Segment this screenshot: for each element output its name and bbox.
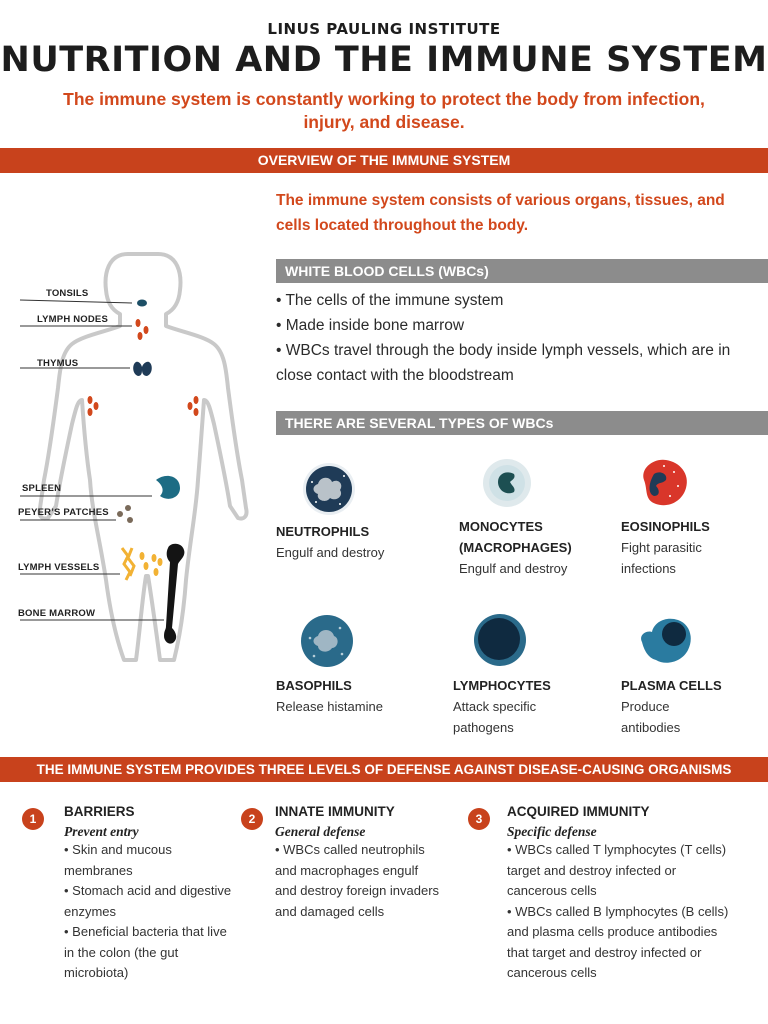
level-item: • WBCs called neutrophils and macrophage… [275, 842, 440, 919]
wbc-item: • Made inside bone marrow [276, 317, 465, 334]
defense-level-barriers: BARRIERS Prevent entry • Skin and mucous… [64, 804, 234, 984]
cell-card-eosinophils: EOSINOPHILS Fight parasitic infections [621, 516, 751, 579]
level-item: • Stomach acid and digestive enzymes [64, 883, 232, 919]
body-diagram [19, 252, 249, 662]
tonsils-icon [137, 299, 147, 307]
label-bone-marrow: BONE MARROW [18, 608, 96, 619]
cell-name: NEUTROPHILS [276, 524, 370, 539]
defense-band: THE IMMUNE SYSTEM PROVIDES THREE LEVELS … [0, 757, 768, 782]
lymph-node-icon [143, 562, 149, 570]
lymph-node-icon [87, 396, 93, 404]
overview-band: OVERVIEW OF THE IMMUNE SYSTEM [0, 148, 768, 173]
lymph-vessel-icon [120, 547, 132, 581]
peyers-patch-icon [117, 511, 123, 517]
lymph-node-icon [139, 552, 145, 560]
wbc-item: • The cells of the immune system [276, 292, 504, 309]
level-body: • WBCs called T lymphocytes (T cells) ta… [507, 840, 729, 984]
level-title: ACQUIRED IMMUNITY [507, 804, 650, 819]
lymph-node-icon [87, 408, 93, 416]
monocyte-icon [483, 459, 531, 507]
wbc-list: • The cells of the immune system • Made … [276, 288, 746, 388]
level-subtitle: Specific defense [507, 824, 597, 839]
plasma-cell-icon [641, 618, 691, 663]
peyers-patch-icon [127, 517, 133, 523]
label-spleen: SPLEEN [22, 483, 62, 494]
basophil-icon [301, 615, 353, 667]
lymph-node-icon [93, 402, 99, 410]
label-peyers-patches: PEYER’S PATCHES [18, 507, 109, 518]
lymph-node-icon [137, 332, 143, 340]
level-title: BARRIERS [64, 804, 135, 819]
cell-name: BASOPHILS [276, 678, 352, 693]
level-body: • Skin and mucous membranes • Stomach ac… [64, 840, 234, 984]
level-item: • Beneficial bacteria that live in the c… [64, 924, 227, 980]
cell-desc: Produce antibodies [621, 699, 681, 735]
defense-level-innate: INNATE IMMUNITY General defense • WBCs c… [275, 804, 443, 922]
level-title: INNATE IMMUNITY [275, 804, 395, 819]
defense-level-acquired: ACQUIRED IMMUNITY Specific defense • WBC… [507, 804, 729, 984]
label-tonsils: TONSILS [46, 288, 89, 299]
cell-card-lymphocytes: LYMPHOCYTES Attack specific pathogens [453, 675, 573, 738]
cell-name: LYMPHOCYTES [453, 678, 551, 693]
cell-card-plasma: PLASMA CELLS Produce antibodies [621, 675, 731, 738]
wbc-heading: WHITE BLOOD CELLS (WBCs) [276, 259, 768, 283]
lymph-node-icon [187, 402, 193, 410]
label-lymph-vessels: LYMPH VESSELS [18, 562, 100, 573]
types-heading: THERE ARE SEVERAL TYPES OF WBCs [276, 411, 768, 435]
lymph-vessel-icon [126, 547, 136, 577]
spleen-icon [156, 475, 180, 499]
level-subtitle: General defense [275, 824, 366, 839]
level-body: • WBCs called neutrophils and macrophage… [275, 840, 443, 922]
lymph-node-icon [143, 326, 149, 334]
cell-desc: Release histamine [276, 699, 383, 714]
cell-name: MONOCYTES (MACROPHAGES) [459, 519, 572, 555]
cell-desc: Attack specific pathogens [453, 699, 537, 735]
level-number-badge: 1 [22, 808, 44, 830]
cell-desc: Fight parasitic infections [621, 540, 702, 576]
level-item: • Skin and mucous membranes [64, 842, 172, 878]
lymph-node-icon [135, 319, 141, 327]
peyers-patch-icon [125, 505, 131, 511]
page-title: NUTRITION AND THE IMMUNE SYSTEM [0, 40, 768, 80]
lymph-node-icon [153, 568, 159, 576]
level-item: • WBCs called T lymphocytes (T cells) ta… [507, 842, 727, 898]
cell-desc: Engulf and destroy [276, 545, 385, 560]
body-outline [37, 252, 249, 662]
page-subtitle: The immune system is constantly working … [63, 89, 705, 132]
lymph-node-icon [151, 554, 157, 562]
cell-name: EOSINOPHILS [621, 519, 710, 534]
lymph-node-icon [193, 396, 199, 404]
eosinophil-icon [643, 459, 687, 506]
cell-card-neutrophils: NEUTROPHILS Engulf and destroy [276, 521, 446, 563]
lymph-node-icon [157, 558, 163, 566]
level-item: • WBCs called B lymphocytes (B cells) an… [507, 903, 729, 981]
leader-line [19, 299, 133, 304]
overview-intro: The immune system consists of various or… [276, 192, 725, 234]
cell-card-basophils: BASOPHILS Release histamine [276, 675, 446, 717]
label-thymus: THYMUS [37, 358, 79, 369]
label-lymph-nodes: LYMPH NODES [37, 314, 109, 325]
cell-name: PLASMA CELLS [621, 678, 722, 693]
lymphocyte-icon [474, 614, 526, 666]
bone-marrow-icon [164, 543, 185, 644]
wbc-item: • WBCs travel through the body inside ly… [276, 342, 731, 384]
lymph-node-icon [193, 408, 199, 416]
thymus-icon [133, 361, 152, 376]
level-number-badge: 2 [241, 808, 263, 830]
institute-name: LINUS PAULING INSTITUTE [267, 20, 501, 38]
level-subtitle: Prevent entry [64, 824, 139, 839]
cell-desc: Engulf and destroy [459, 561, 568, 576]
cell-card-monocytes: MONOCYTES (MACROPHAGES) Engulf and destr… [459, 516, 599, 579]
neutrophil-icon [303, 463, 355, 515]
level-number-badge: 3 [468, 808, 490, 830]
